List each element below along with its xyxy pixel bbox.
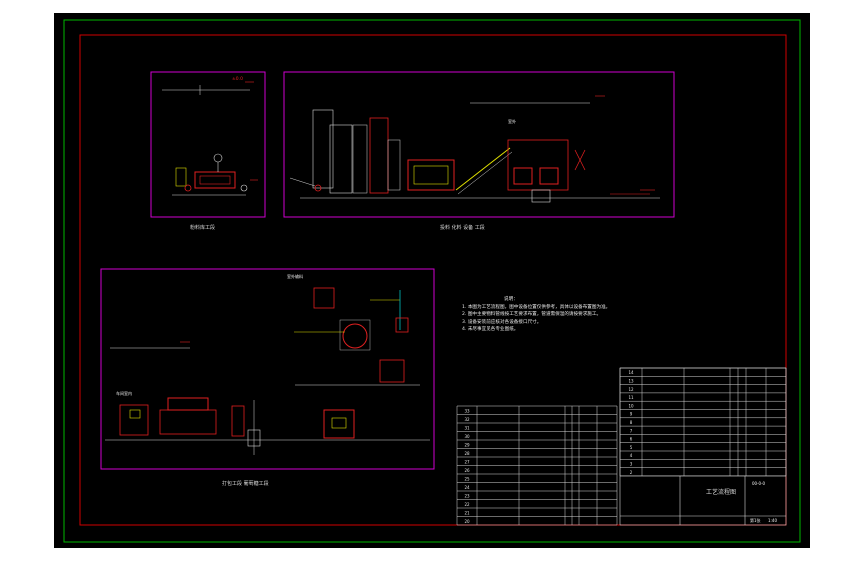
part-number: 6 <box>630 437 633 442</box>
part-number: 11 <box>628 395 634 400</box>
label-vent: 室外 <box>508 119 516 124</box>
drawing-number: 00-0-0 <box>752 481 766 486</box>
notes-line: 2. 图中主要物料管线按工艺要求布置，管道需保温的请按要求施工。 <box>462 312 602 318</box>
sheet-border-inner <box>79 34 787 526</box>
part-number: 12 <box>628 387 634 392</box>
part-number: 20 <box>464 519 470 524</box>
label-room: 车间室内 <box>116 391 132 396</box>
part-number: 23 <box>464 493 470 498</box>
label-vent-2: 室外输料 <box>287 274 303 279</box>
caption-bottom: 打包工段 葡萄糖工段 <box>222 481 269 487</box>
part-number: 29 <box>464 442 470 447</box>
notes-line: 4. 未尽事宜见各专业图纸。 <box>462 327 519 333</box>
part-number: 28 <box>464 451 470 456</box>
part-number: 27 <box>464 459 470 464</box>
part-number: 31 <box>464 425 470 430</box>
part-number: 21 <box>464 510 470 515</box>
part-number: 32 <box>464 417 470 422</box>
drawing-scale: 1:40 <box>768 518 777 523</box>
notes-block: 说明： 1. 本图为工艺流程图，图中设备位置仅供参考，具体以设备布置图为准。 2… <box>462 297 782 333</box>
drawing-title: 工艺流程图 <box>706 489 737 496</box>
title-block <box>619 367 787 526</box>
part-number: 2 <box>630 470 633 475</box>
part-number: 5 <box>630 445 633 450</box>
part-number: 22 <box>464 502 470 507</box>
panel-top-left <box>150 71 266 218</box>
part-number: 30 <box>464 434 470 439</box>
part-number: 10 <box>628 403 634 408</box>
part-number: 33 <box>464 408 470 413</box>
part-number: 24 <box>464 485 470 490</box>
part-number: 9 <box>630 412 633 417</box>
panel-bottom-left <box>100 268 435 470</box>
part-number: 7 <box>630 428 633 433</box>
notes-line: 1. 本图为工艺流程图，图中设备位置仅供参考，具体以设备布置图为准。 <box>462 304 611 310</box>
notes-line: 3. 设备安装前应核对各设备接口尺寸。 <box>462 319 542 325</box>
sheet-border-outer <box>63 19 801 543</box>
elevation-tag: ±0.0 <box>232 77 243 82</box>
part-number: 4 <box>630 453 633 458</box>
part-number: 3 <box>630 462 633 467</box>
part-number: 8 <box>630 420 633 425</box>
part-number: 14 <box>628 370 634 375</box>
panel-top-right <box>283 71 675 218</box>
part-number: 25 <box>464 476 470 481</box>
notes-title: 说明： <box>504 297 518 302</box>
part-number: 13 <box>628 379 634 384</box>
part-number: 26 <box>464 468 470 473</box>
caption-top-right: 投料 化料 设备 工段 <box>440 225 485 231</box>
caption-top-left: 粉料库工段 <box>190 225 216 231</box>
drawing-sheet: 第1张 <box>750 518 761 523</box>
